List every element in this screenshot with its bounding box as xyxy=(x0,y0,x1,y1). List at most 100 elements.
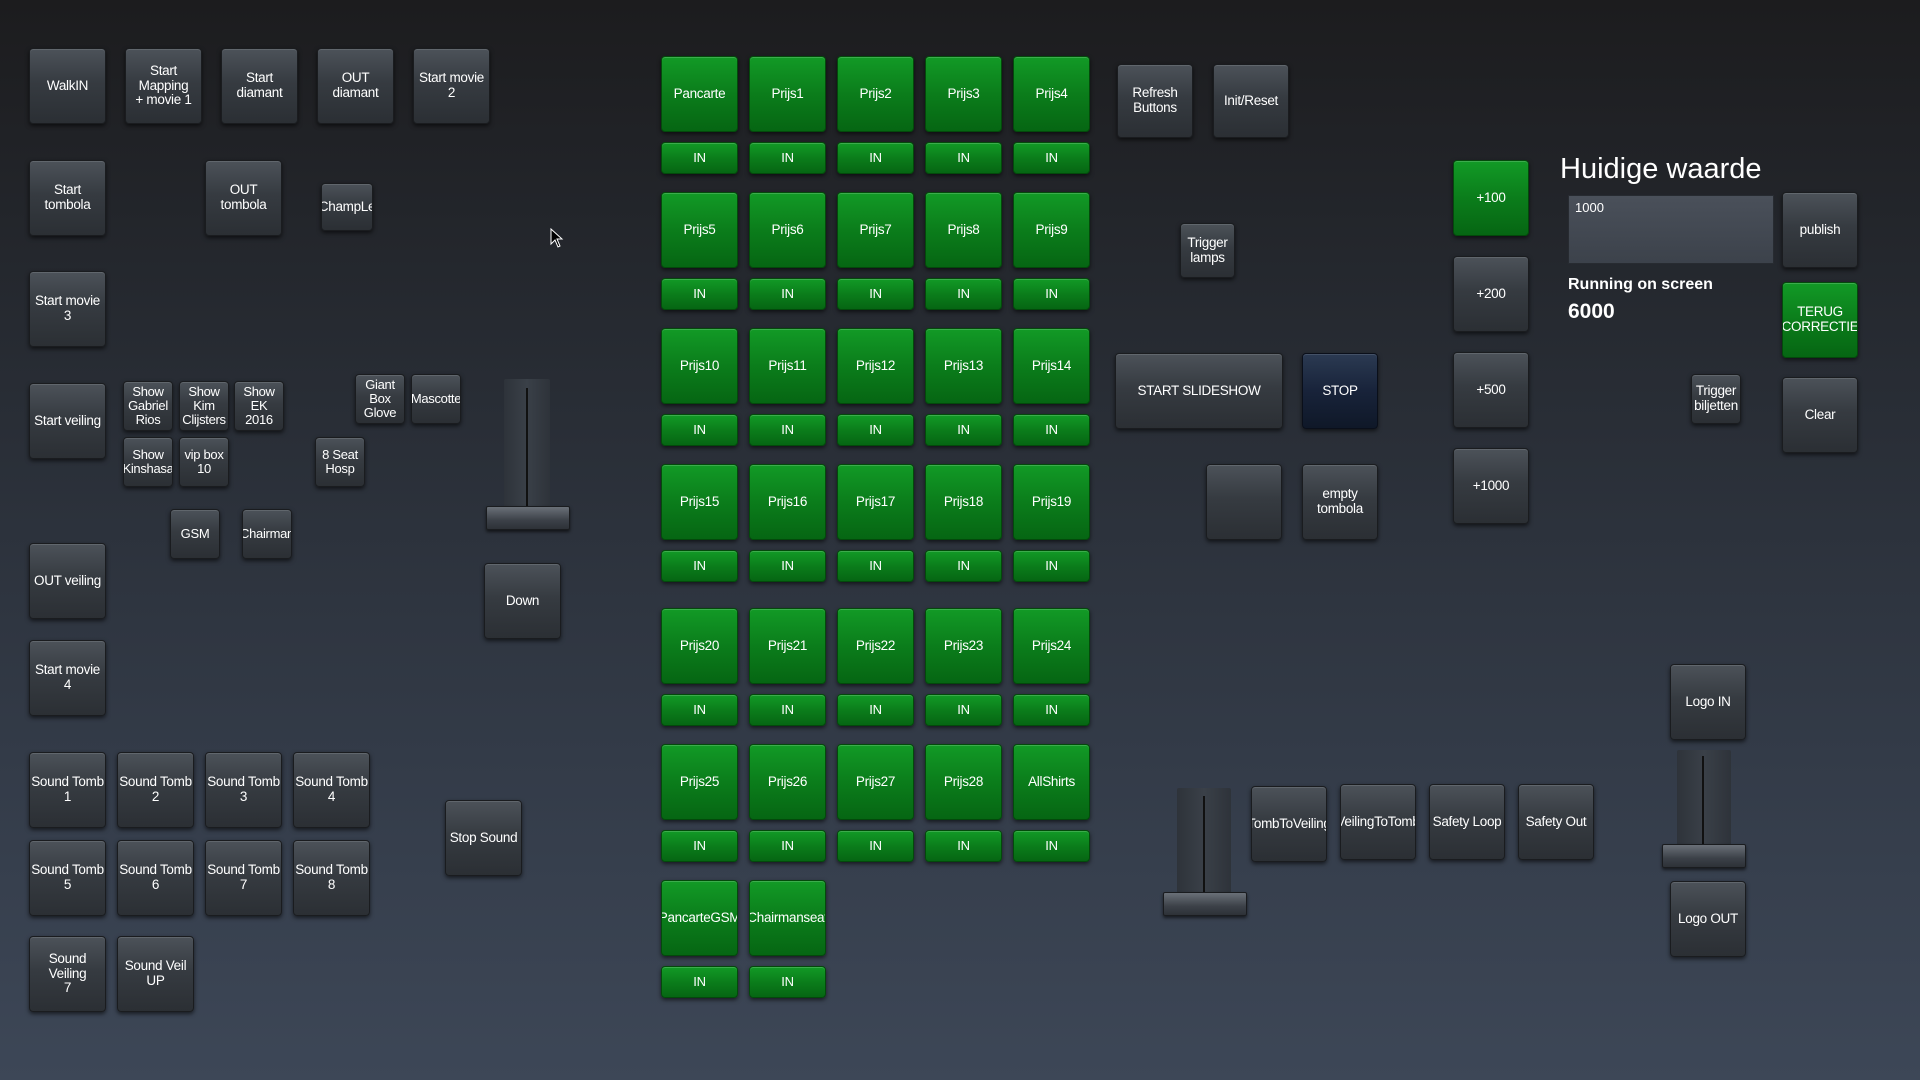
prize-button-prijs4[interactable]: Prijs4 xyxy=(1013,56,1090,132)
start-mapping-button[interactable]: Start Mapping + movie 1 xyxy=(125,48,202,124)
plus-500-button[interactable]: +500 xyxy=(1453,352,1529,428)
prize-in-button-prijs18[interactable]: IN xyxy=(925,550,1002,582)
walkin-button[interactable]: WalkIN xyxy=(29,48,106,124)
prize-in-button-prijs19[interactable]: IN xyxy=(1013,550,1090,582)
plus-100-button[interactable]: +100 xyxy=(1453,160,1529,236)
prize-button-prijs23[interactable]: Prijs23 xyxy=(925,608,1002,684)
prize-in-button-chairmanseat[interactable]: IN xyxy=(749,966,826,998)
logo-out-button[interactable]: Logo OUT xyxy=(1670,881,1746,957)
sound-veil-up-button[interactable]: Sound Veil UP xyxy=(117,936,194,1012)
logo-in-button[interactable]: Logo IN xyxy=(1670,664,1746,740)
prize-button-prijs20[interactable]: Prijs20 xyxy=(661,608,738,684)
prize-in-button-prijs3[interactable]: IN xyxy=(925,142,1002,174)
prize-in-button-prijs1[interactable]: IN xyxy=(749,142,826,174)
prize-button-prijs16[interactable]: Prijs16 xyxy=(749,464,826,540)
plus-200-button[interactable]: +200 xyxy=(1453,256,1529,332)
8-seat-hosp-button[interactable]: 8 Seat Hosp xyxy=(315,437,365,487)
prize-in-button-prijs21[interactable]: IN xyxy=(749,694,826,726)
fader-left-handle[interactable] xyxy=(486,506,570,530)
publish-button[interactable]: publish xyxy=(1782,192,1858,268)
prize-button-prijs25[interactable]: Prijs25 xyxy=(661,744,738,820)
prize-in-button-pancartegsm[interactable]: IN xyxy=(661,966,738,998)
prize-button-prijs5[interactable]: Prijs5 xyxy=(661,192,738,268)
chample-button[interactable]: ChampLe xyxy=(321,183,373,231)
fader-right-handle[interactable] xyxy=(1662,844,1746,868)
prize-in-button-allshirts[interactable]: IN xyxy=(1013,830,1090,862)
sound-tomb-1-button[interactable]: Sound Tomb 1 xyxy=(29,752,106,828)
veiling-to-tomb-button[interactable]: VeilingToTomb xyxy=(1340,784,1416,860)
prize-button-prijs13[interactable]: Prijs13 xyxy=(925,328,1002,404)
start-veiling-button[interactable]: Start veiling xyxy=(29,383,106,459)
start-tombola-button[interactable]: Start tombola xyxy=(29,160,106,236)
sound-tomb-3-button[interactable]: Sound Tomb 3 xyxy=(205,752,282,828)
safety-loop-button[interactable]: Safety Loop xyxy=(1429,784,1505,860)
prize-in-button-prijs5[interactable]: IN xyxy=(661,278,738,310)
start-slideshow-button[interactable]: START SLIDESHOW xyxy=(1115,353,1283,429)
prize-button-prijs21[interactable]: Prijs21 xyxy=(749,608,826,684)
prize-button-prijs9[interactable]: Prijs9 xyxy=(1013,192,1090,268)
out-diamant-button[interactable]: OUT diamant xyxy=(317,48,394,124)
stop-button[interactable]: STOP xyxy=(1302,353,1378,429)
sound-tomb-7-button[interactable]: Sound Tomb 7 xyxy=(205,840,282,916)
prize-button-prijs17[interactable]: Prijs17 xyxy=(837,464,914,540)
prize-button-prijs27[interactable]: Prijs27 xyxy=(837,744,914,820)
prize-button-prijs2[interactable]: Prijs2 xyxy=(837,56,914,132)
prize-button-prijs8[interactable]: Prijs8 xyxy=(925,192,1002,268)
init-reset-button[interactable]: Init/Reset xyxy=(1213,64,1289,138)
start-movie-2-button[interactable]: Start movie 2 xyxy=(413,48,490,124)
mascotte-button[interactable]: Mascotte xyxy=(411,374,461,424)
prize-button-prijs24[interactable]: Prijs24 xyxy=(1013,608,1090,684)
sound-tomb-2-button[interactable]: Sound Tomb 2 xyxy=(117,752,194,828)
start-diamant-button[interactable]: Start diamant xyxy=(221,48,298,124)
prize-in-button-prijs26[interactable]: IN xyxy=(749,830,826,862)
value-input[interactable]: 1000 xyxy=(1568,195,1774,264)
sound-tomb-4-button[interactable]: Sound Tomb 4 xyxy=(293,752,370,828)
prize-button-pancarte[interactable]: Pancarte xyxy=(661,56,738,132)
prize-in-button-prijs8[interactable]: IN xyxy=(925,278,1002,310)
prize-button-prijs12[interactable]: Prijs12 xyxy=(837,328,914,404)
prize-in-button-prijs15[interactable]: IN xyxy=(661,550,738,582)
show-kinshasa-button[interactable]: Show Kinshasa xyxy=(123,437,173,487)
prize-button-prijs15[interactable]: Prijs15 xyxy=(661,464,738,540)
clear-button[interactable]: Clear xyxy=(1782,377,1858,453)
prize-in-button-prijs10[interactable]: IN xyxy=(661,414,738,446)
giant-box-glove-button[interactable]: Giant Box Glove xyxy=(355,374,405,424)
prize-in-button-prijs23[interactable]: IN xyxy=(925,694,1002,726)
prize-button-prijs14[interactable]: Prijs14 xyxy=(1013,328,1090,404)
out-tombola-button[interactable]: OUT tombola xyxy=(205,160,282,236)
prize-in-button-prijs14[interactable]: IN xyxy=(1013,414,1090,446)
prize-in-button-prijs25[interactable]: IN xyxy=(661,830,738,862)
trigger-biljetten-button[interactable]: Trigger biljetten xyxy=(1691,374,1741,424)
prize-in-button-prijs17[interactable]: IN xyxy=(837,550,914,582)
show-gabriel-rios-button[interactable]: Show Gabriel Rios xyxy=(123,381,173,431)
prize-button-prijs6[interactable]: Prijs6 xyxy=(749,192,826,268)
prize-in-button-prijs4[interactable]: IN xyxy=(1013,142,1090,174)
prize-in-button-prijs28[interactable]: IN xyxy=(925,830,1002,862)
sound-tomb-6-button[interactable]: Sound Tomb 6 xyxy=(117,840,194,916)
prize-in-button-prijs27[interactable]: IN xyxy=(837,830,914,862)
vip-box-10-button[interactable]: vip box 10 xyxy=(179,437,229,487)
prize-in-button-prijs24[interactable]: IN xyxy=(1013,694,1090,726)
out-veiling-button[interactable]: OUT veiling xyxy=(29,543,106,619)
prize-button-prijs18[interactable]: Prijs18 xyxy=(925,464,1002,540)
start-movie-4-button[interactable]: Start movie 4 xyxy=(29,640,106,716)
prize-in-button-prijs20[interactable]: IN xyxy=(661,694,738,726)
fader-right-track[interactable] xyxy=(1677,750,1731,858)
sound-veiling-7-button[interactable]: Sound Veiling 7 xyxy=(29,936,106,1012)
gsm-button[interactable]: GSM xyxy=(170,509,220,559)
prize-in-button-pancarte[interactable]: IN xyxy=(661,142,738,174)
safety-out-button[interactable]: Safety Out xyxy=(1518,784,1594,860)
prize-button-prijs10[interactable]: Prijs10 xyxy=(661,328,738,404)
refresh-buttons-button[interactable]: Refresh Buttons xyxy=(1117,64,1193,138)
prize-button-prijs11[interactable]: Prijs11 xyxy=(749,328,826,404)
sound-tomb-5-button[interactable]: Sound Tomb 5 xyxy=(29,840,106,916)
tomb-to-veiling-button[interactable]: TombToVeiling xyxy=(1251,786,1327,862)
prize-in-button-prijs2[interactable]: IN xyxy=(837,142,914,174)
empty-tombola-button[interactable]: empty tombola xyxy=(1302,464,1378,540)
fader-middle-handle[interactable] xyxy=(1163,892,1247,916)
stop-sound-button[interactable]: Stop Sound xyxy=(445,800,522,876)
prize-in-button-prijs7[interactable]: IN xyxy=(837,278,914,310)
show-ek-2016-button[interactable]: Show EK 2016 xyxy=(234,381,284,431)
prize-in-button-prijs11[interactable]: IN xyxy=(749,414,826,446)
blank-button[interactable] xyxy=(1206,464,1282,540)
